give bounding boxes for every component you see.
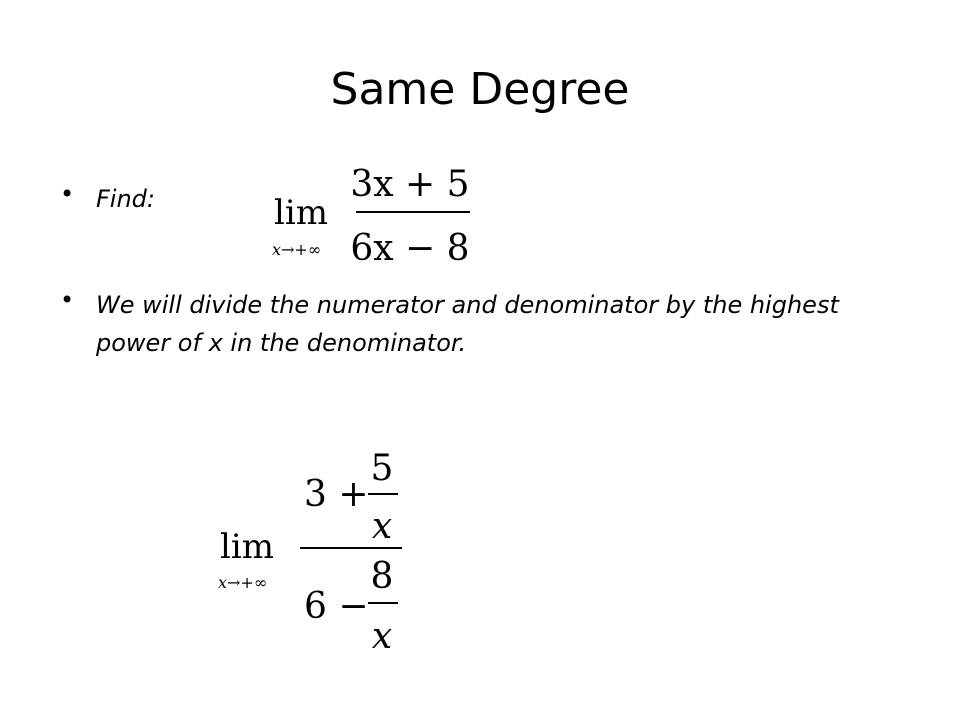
bullet-find: Find: <box>96 185 156 213</box>
lim-operator: lim <box>274 193 328 233</box>
lim-subscript: x→+∞ <box>218 573 267 592</box>
denominator-whole: 6 − <box>304 586 369 627</box>
bullet-marker: • <box>60 286 75 314</box>
fraction-numerator: 3x + 5 <box>350 164 469 205</box>
denominator-frac-top: 8 <box>371 556 394 597</box>
limit-formula-divided: lim x→+∞ 3 + 5 x 6 − 8 x <box>218 448 402 657</box>
numerator-frac-top: 5 <box>371 448 394 489</box>
slide-title: Same Degree <box>330 64 630 115</box>
lim-operator: lim <box>220 527 274 567</box>
numerator-whole: 3 + <box>304 474 369 515</box>
fraction-denominator: 6x − 8 <box>350 228 469 269</box>
bullet-marker: • <box>60 180 75 208</box>
limit-formula-original: lim x→+∞ 3x + 5 6x − 8 <box>272 164 470 269</box>
lim-subscript: x→+∞ <box>272 240 321 259</box>
denominator-frac-bottom: x <box>372 616 392 657</box>
bullet-explanation: We will divide the numerator and denomin… <box>96 291 839 357</box>
numerator-frac-bottom: x <box>372 506 392 547</box>
